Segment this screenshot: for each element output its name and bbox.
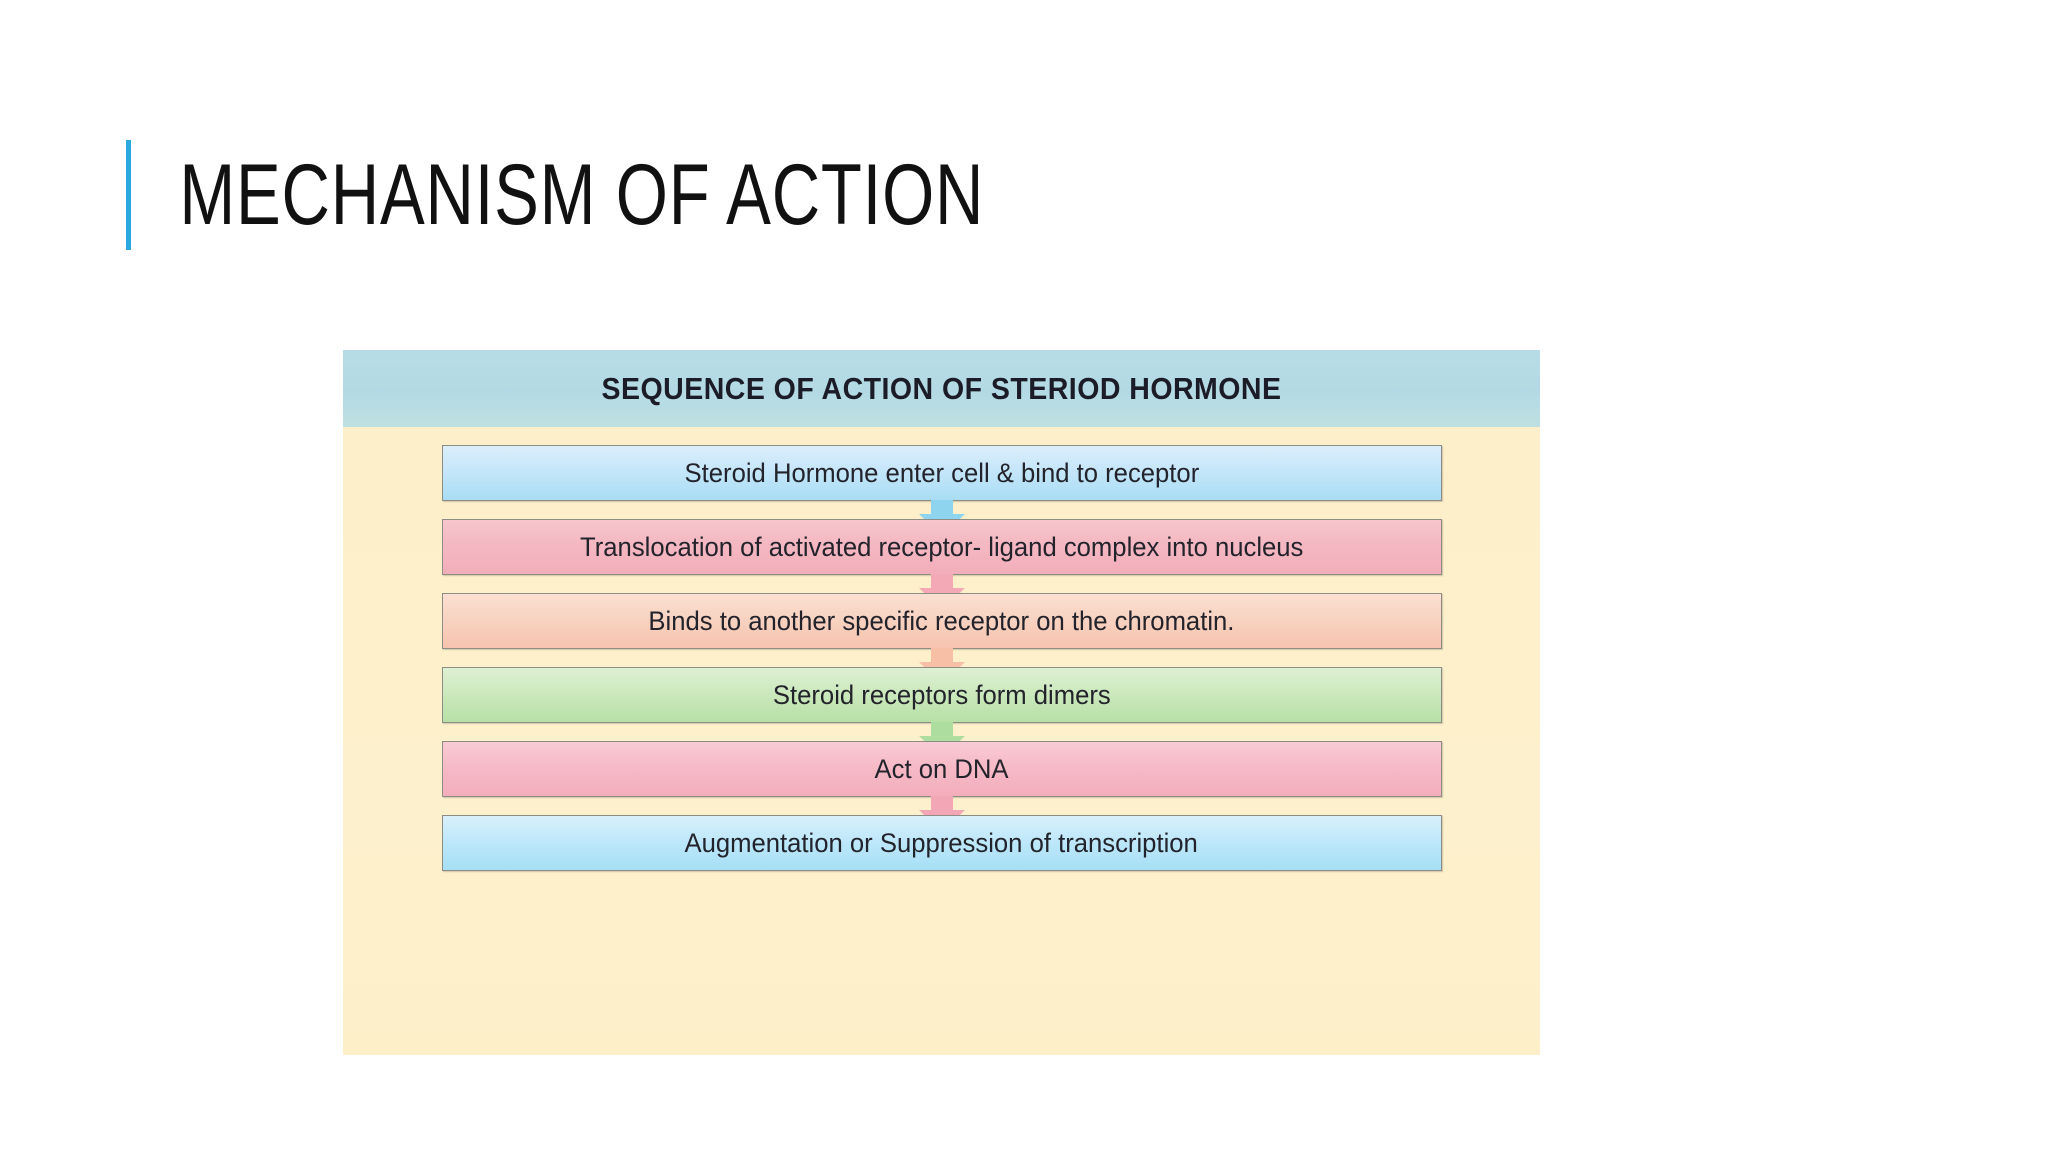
slide-title-block: MECHANISM OF ACTION (126, 140, 1225, 250)
flow-step-1: Steroid Hormone enter cell & bind to rec… (441, 445, 1442, 536)
flow-box-receptors-form-dimers: Steroid receptors form dimers (441, 667, 1442, 723)
flow-step-3: Binds to another specific receptor on th… (441, 593, 1442, 684)
diagram-flow-body: Steroid Hormone enter cell & bind to rec… (343, 427, 1540, 1055)
flow-box-label: Binds to another specific receptor on th… (648, 605, 1235, 636)
flow-box-act-on-dna: Act on DNA (441, 741, 1442, 797)
flow-box-steroid-hormone-enter-cell: Steroid Hormone enter cell & bind to rec… (441, 445, 1442, 501)
diagram-header-title: SEQUENCE OF ACTION OF STERIOD HORMONE (601, 370, 1282, 406)
flow-step-4: Steroid receptors form dimers (441, 667, 1442, 758)
flow-step-5: Act on DNA (441, 741, 1442, 832)
flow-box-label: Steroid receptors form dimers (772, 679, 1111, 710)
flow-box-augmentation-or-suppression: Augmentation or Suppression of transcrip… (441, 815, 1442, 871)
page-title: MECHANISM OF ACTION (179, 147, 985, 243)
flow-box-binds-to-chromatin-receptor: Binds to another specific receptor on th… (441, 593, 1442, 649)
diagram-header-band: SEQUENCE OF ACTION OF STERIOD HORMONE (343, 350, 1540, 427)
title-accent-bar (126, 140, 131, 250)
flow-box-label: Translocation of activated receptor- lig… (579, 531, 1304, 562)
flow-box-translocation-into-nucleus: Translocation of activated receptor- lig… (441, 519, 1442, 575)
flow-box-label: Act on DNA (874, 753, 1009, 784)
sequence-of-action-diagram: SEQUENCE OF ACTION OF STERIOD HORMONE St… (343, 350, 1540, 1055)
flow-box-label: Steroid Hormone enter cell & bind to rec… (684, 457, 1199, 488)
flow-step-6: Augmentation or Suppression of transcrip… (441, 815, 1442, 889)
flow-step-2: Translocation of activated receptor- lig… (441, 519, 1442, 610)
flow-box-label: Augmentation or Suppression of transcrip… (684, 827, 1199, 858)
